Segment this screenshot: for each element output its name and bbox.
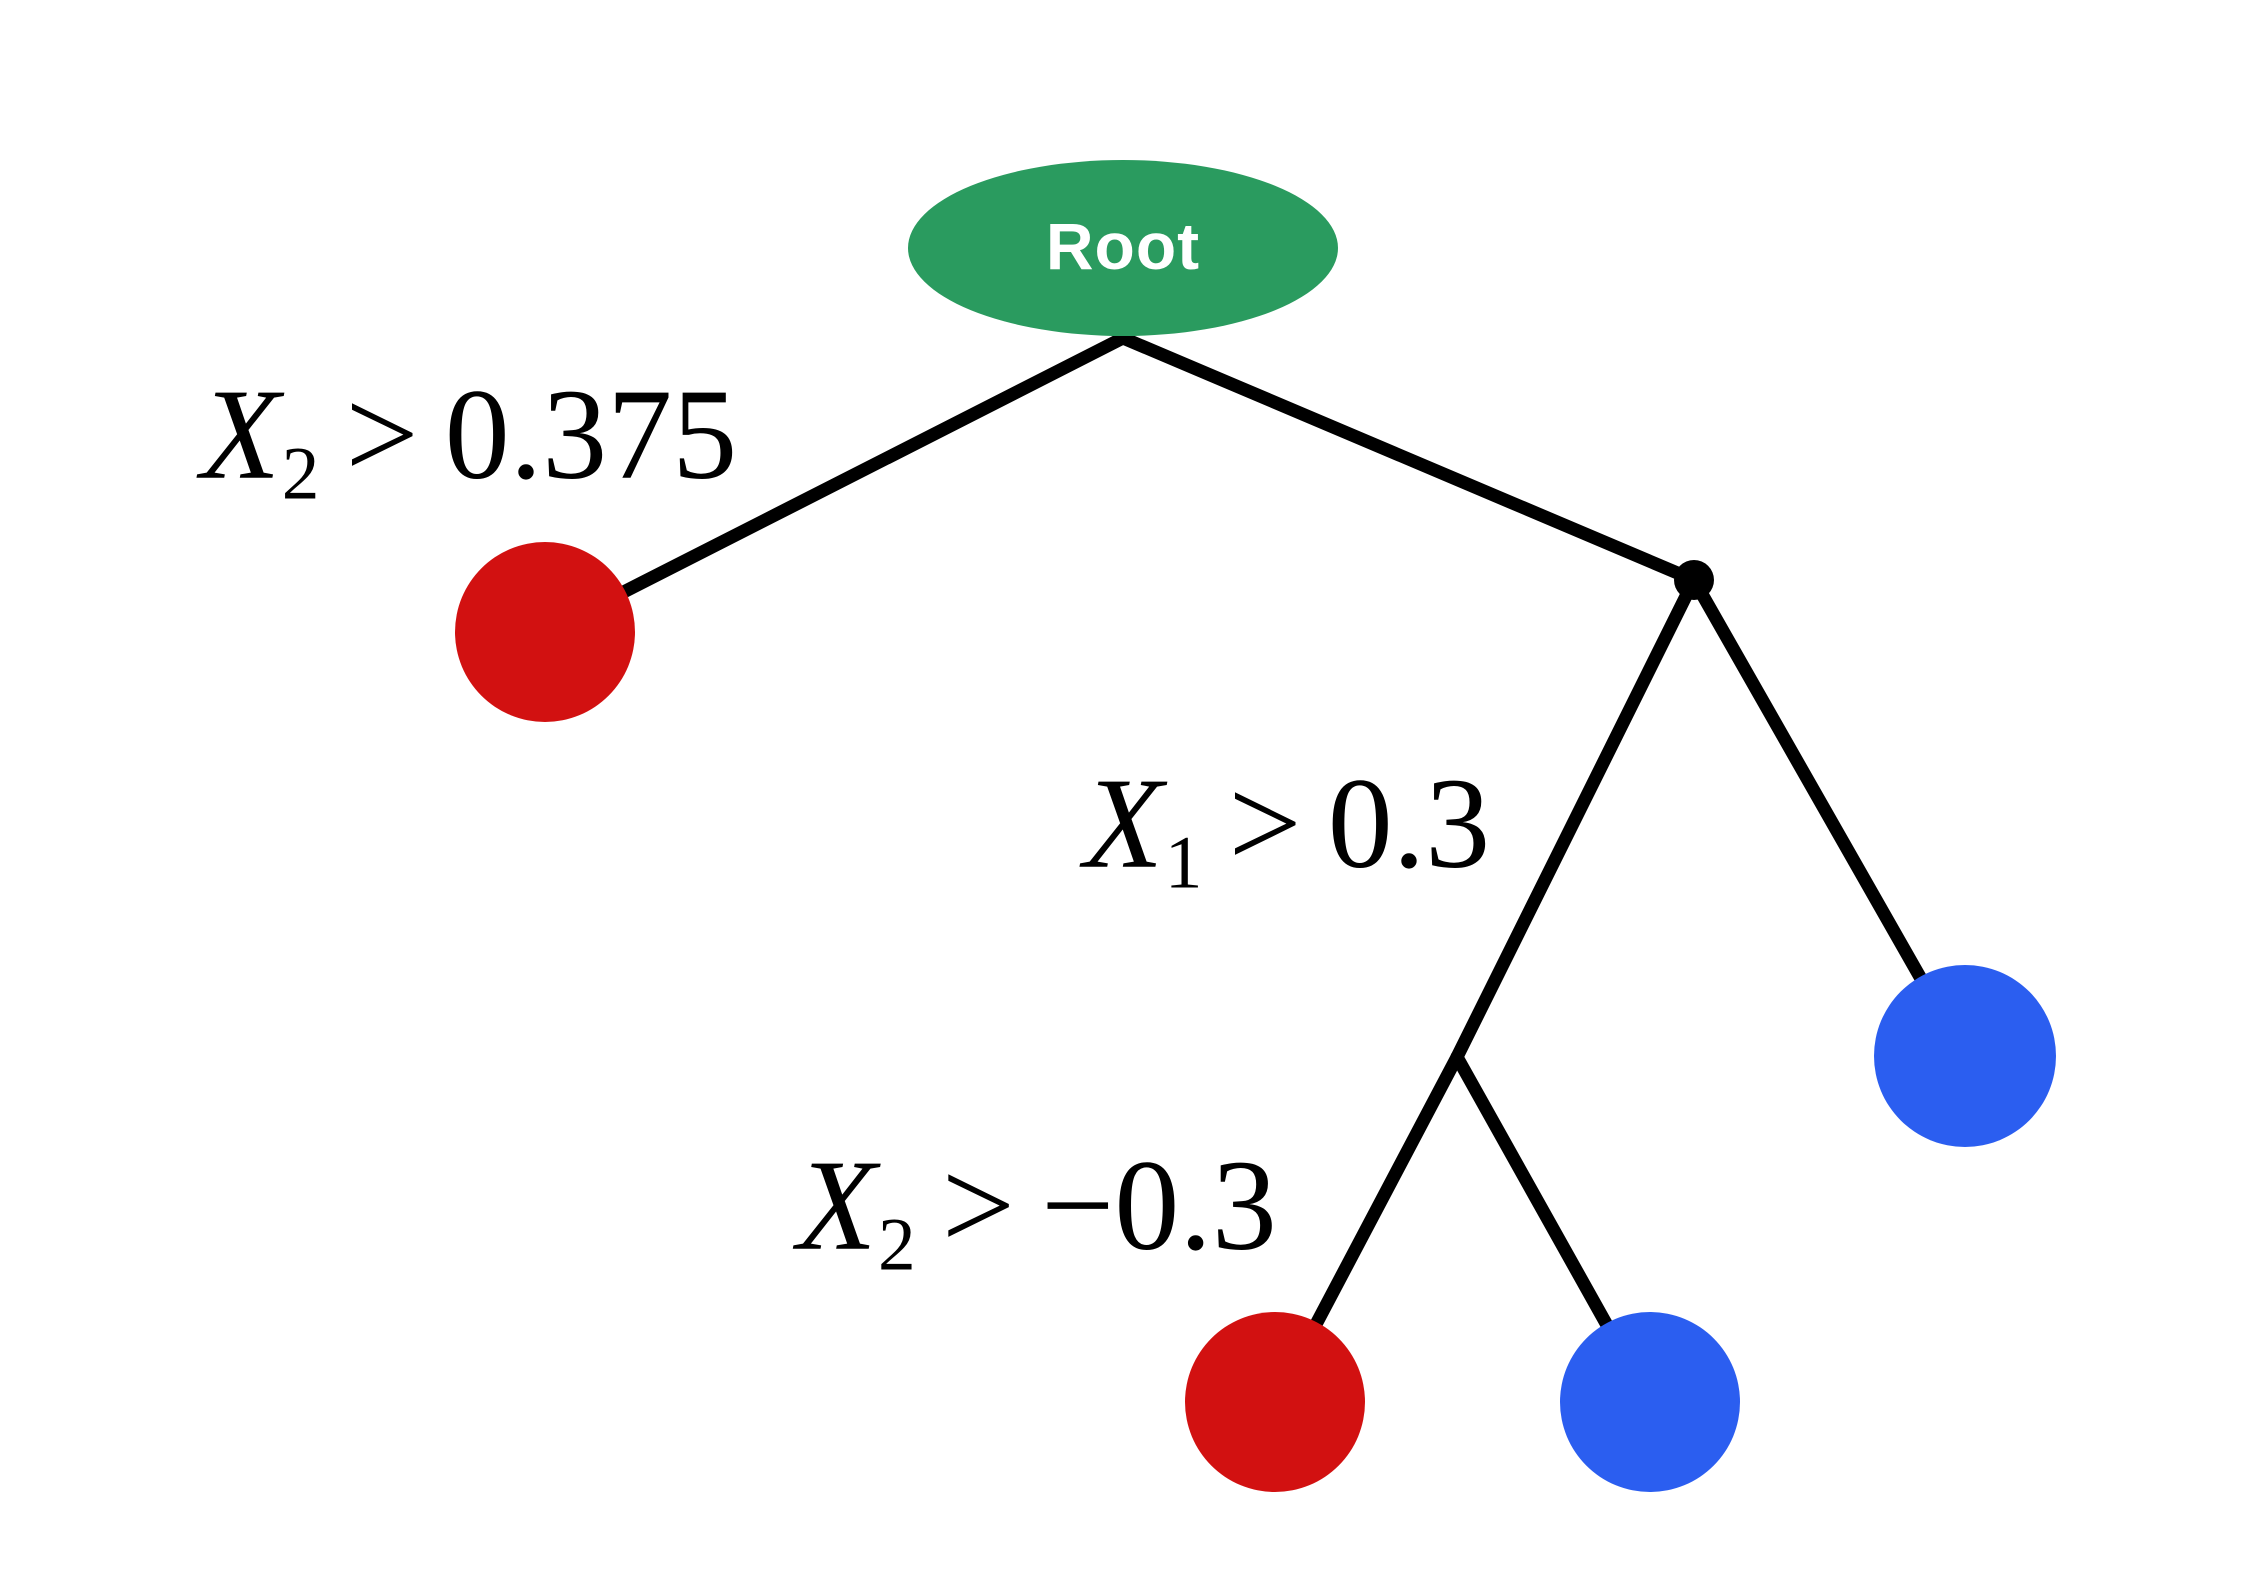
label-operator: >	[1228, 751, 1302, 896]
label-operator: >	[345, 362, 419, 507]
label-threshold: −0.3	[1041, 1133, 1277, 1278]
leaf-node-blue-bottom	[1560, 1312, 1740, 1492]
edge-label-x2-gt-0-375: X2>0.375	[201, 370, 737, 513]
label-variable: X	[1083, 751, 1164, 896]
label-subscript: 2	[281, 432, 320, 516]
label-variable: X	[797, 1133, 877, 1278]
edge-internal-node-to-right-blue-leaf	[1687, 573, 1972, 1063]
edge-label-x2-gt-neg-0-3: X2>−0.3	[797, 1141, 1277, 1284]
edge-root-to-left-red-leaf	[538, 331, 1130, 639]
label-threshold: 0.375	[444, 362, 738, 507]
label-subscript: 2	[878, 1203, 916, 1287]
label-variable: X	[200, 362, 281, 507]
edge-root-to-internal-node	[1116, 331, 1701, 587]
internal-node-dot	[1674, 560, 1714, 600]
root-node	[908, 160, 1338, 336]
label-threshold: 0.3	[1327, 751, 1491, 896]
label-operator: >	[941, 1133, 1016, 1278]
leaf-node-red-left	[455, 542, 635, 722]
label-subscript: 1	[1164, 821, 1203, 905]
edge-internal-node-to-junction	[1450, 573, 1701, 1064]
edge-label-x1-gt-0-3: X1>0.3	[1084, 759, 1490, 902]
leaf-node-red-bottom	[1185, 1312, 1365, 1492]
leaf-node-blue-right	[1874, 965, 2056, 1147]
root-label: Root	[1045, 209, 1201, 283]
